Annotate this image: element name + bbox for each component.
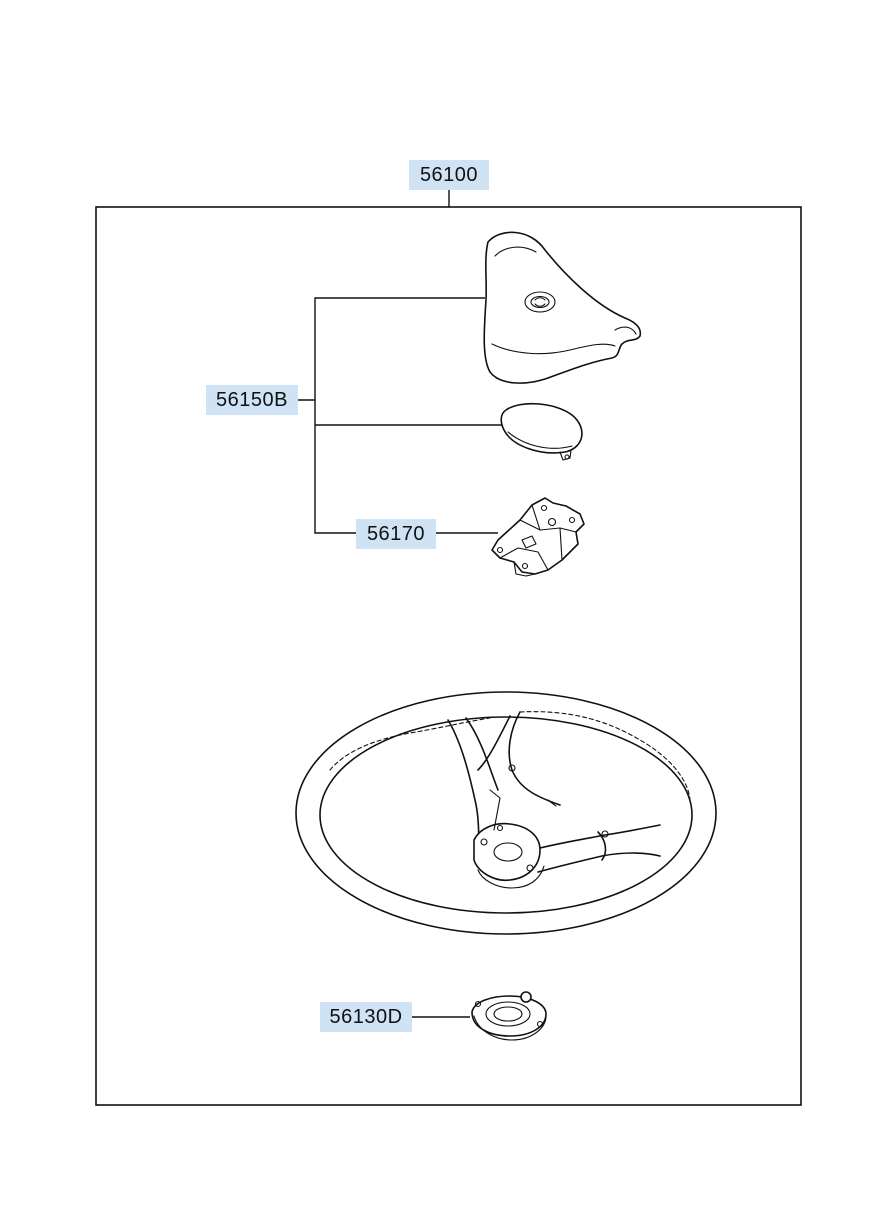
leader-lines (298, 190, 503, 1018)
steering-wheel[interactable] (295, 691, 717, 935)
horn-bracket[interactable] (491, 497, 585, 577)
horn-emblem-cap[interactable] (500, 402, 583, 461)
horn-pad-cover[interactable] (483, 231, 642, 384)
assembly-frame (95, 206, 802, 1106)
part-number-56130d[interactable]: 56130D (320, 1002, 412, 1032)
part-number-56170[interactable]: 56170 (356, 519, 436, 549)
part-number-56100[interactable]: 56100 (409, 160, 489, 190)
part-number-56150b[interactable]: 56150B (206, 385, 298, 415)
clock-spring[interactable] (471, 991, 547, 1041)
